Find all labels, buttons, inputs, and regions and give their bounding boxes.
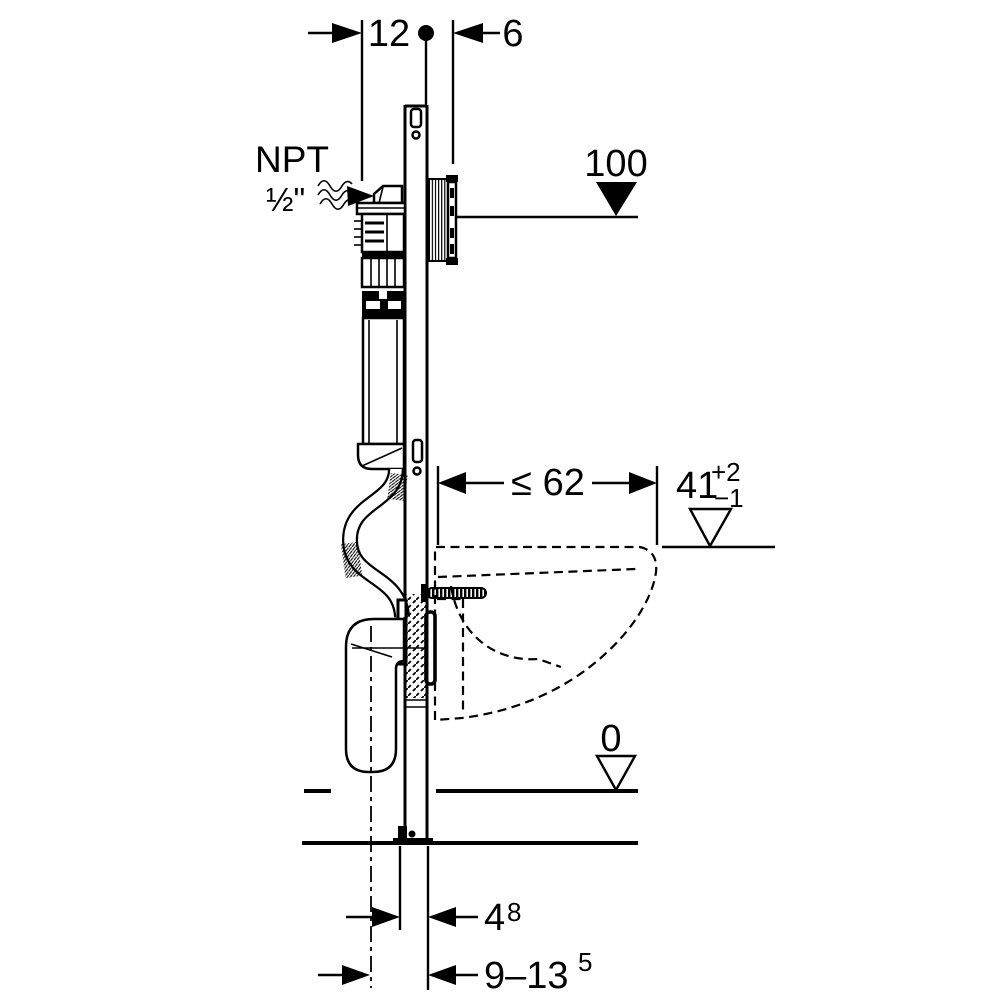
- dimension-pan-height: 41 +2 −1: [662, 457, 775, 549]
- dim-foot-depth-sup: 8: [507, 897, 521, 927]
- arrowhead-left-icon: [438, 472, 466, 494]
- rail-top-hole: [411, 130, 421, 140]
- flush-valve-body: [360, 256, 406, 289]
- plate-slot: [450, 244, 454, 254]
- wall-fixing-plate: [428, 175, 458, 265]
- arrowhead-right-icon: [372, 907, 400, 927]
- clamp-notch: [379, 291, 387, 299]
- supply-connection-label: NPT ½": [255, 139, 374, 218]
- drain-elbow: [344, 617, 427, 988]
- level-marker-100: 100: [457, 143, 648, 219]
- arrowhead-right-icon: [342, 965, 370, 985]
- rail-lower-slot: [411, 438, 424, 464]
- anchor-point-dot: [418, 25, 434, 41]
- cistern-band: [362, 252, 404, 258]
- level-marker-0: 0: [594, 718, 638, 793]
- pan-bowl-curve: [449, 585, 562, 669]
- pan-outer-outline: [433, 545, 658, 722]
- floor-lines: [302, 789, 638, 845]
- plate-top-tab: [446, 175, 458, 182]
- npt-label: NPT: [255, 139, 329, 180]
- level-triangle-open-icon: [687, 507, 734, 549]
- plate-bottom-tab: [446, 258, 458, 265]
- corrugation-lower: [340, 541, 363, 578]
- connector-hatch: [406, 594, 426, 698]
- clamp-slot: [388, 301, 401, 309]
- plate-slot: [450, 188, 454, 198]
- wavy-leader-line: [317, 179, 353, 193]
- plate-slot: [450, 228, 454, 238]
- dimension-bottom: 4 8 9–13 5: [318, 846, 592, 997]
- flush-bend-pipe: [340, 468, 410, 619]
- foot-bracket: [398, 826, 407, 840]
- collar-diagonal: [361, 447, 403, 467]
- dim-top-back-label: 6: [502, 13, 523, 55]
- arrowhead-right-icon: [629, 472, 657, 494]
- dim-drain-range-sup: 5: [578, 947, 592, 977]
- dimension-outlet-width: ≤ 62: [436, 462, 659, 545]
- dimension-top: 12 6: [308, 13, 524, 181]
- foot-bolt: [408, 830, 416, 838]
- arrowhead-left-icon: [428, 965, 456, 985]
- elbow-body: [344, 617, 406, 774]
- pan-rim-line: [437, 567, 637, 579]
- dim-outlet-width-label: ≤ 62: [511, 462, 585, 504]
- plate-corrugated-body: [428, 178, 449, 262]
- supply-fitting-chamfer: [378, 186, 384, 204]
- plate-slot: [450, 206, 454, 216]
- rod-anchor: [421, 584, 428, 602]
- dim-top-front-label: 12: [368, 13, 410, 55]
- dim-pan-height-tol-plus: +2: [711, 457, 741, 487]
- level-0-label: 0: [600, 718, 621, 760]
- npt-size-label: ½": [266, 181, 305, 218]
- rail-lower-hole: [412, 466, 422, 476]
- corrugation-upper: [387, 473, 408, 502]
- level-triangle-open-icon: [594, 754, 638, 793]
- wc-outlet-connector: [396, 584, 487, 698]
- arrowhead-right-icon: [332, 23, 362, 43]
- wavy-leader-line: [317, 188, 353, 202]
- arrowhead-left-icon: [453, 23, 483, 43]
- level-100-label: 100: [584, 143, 647, 185]
- clamp-slot: [366, 301, 380, 309]
- arrowhead-left-icon: [428, 907, 456, 927]
- supply-arrowhead-icon: [347, 186, 374, 206]
- flush-pipe-bore: [344, 468, 408, 618]
- rail-top-slot: [409, 107, 423, 129]
- level-triangle-filled-icon: [596, 182, 637, 216]
- dim-foot-depth-label: 4: [484, 897, 505, 939]
- dim-drain-range-label: 9–13: [484, 955, 569, 997]
- wc-pan-outline: [433, 545, 658, 722]
- dim-pan-height-label: 41: [676, 465, 718, 507]
- concealed-cistern: [354, 184, 407, 471]
